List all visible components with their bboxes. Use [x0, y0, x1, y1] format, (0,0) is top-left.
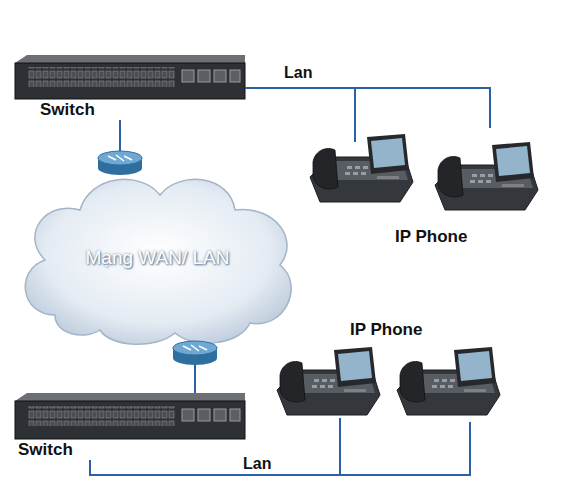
ip-phone	[435, 142, 538, 210]
ip-phone	[397, 347, 500, 415]
lan-connector	[119, 120, 121, 165]
switch-top-face	[15, 55, 245, 63]
router-body	[98, 161, 142, 175]
router-body	[98, 158, 142, 168]
cloud-label: Mạng WAN/ LAN	[15, 165, 300, 350]
uplink-port	[214, 409, 226, 421]
network-switch: Switch	[15, 393, 245, 460]
ip-phone	[310, 134, 413, 202]
network-switch: Switch	[15, 55, 245, 120]
uplink-port	[214, 70, 226, 82]
switch-ports	[28, 67, 175, 87]
router-arrows	[183, 345, 207, 351]
lan-connector	[90, 422, 470, 475]
router-top	[173, 341, 217, 355]
device-label: Switch	[40, 100, 95, 120]
router-top	[98, 151, 142, 165]
switch-body	[15, 401, 245, 439]
phone-group: IP Phone	[268, 318, 508, 422]
uplink-port	[198, 70, 210, 82]
ip-phone	[277, 347, 380, 415]
lan-wire	[354, 88, 356, 142]
phone-group: IP Phone	[300, 128, 545, 250]
switch-ports	[28, 406, 175, 426]
uplink-port	[198, 409, 210, 421]
router-body	[173, 348, 217, 358]
switch-body	[15, 63, 245, 99]
device-label: Switch	[18, 440, 73, 460]
uplink-port	[230, 409, 240, 421]
uplink-port	[182, 409, 194, 421]
lan-connector	[194, 350, 196, 393]
device-label: IP Phone	[350, 320, 422, 340]
lan-wire	[339, 418, 341, 475]
switch-top-face	[15, 393, 245, 401]
uplink-port	[230, 70, 240, 82]
device-label: IP Phone	[395, 227, 467, 247]
phone-group	[268, 340, 508, 425]
router-body	[173, 351, 217, 365]
router-arrows	[108, 155, 132, 161]
uplink-port	[182, 70, 194, 82]
connection-label: Lan	[243, 455, 271, 473]
phone-group	[300, 128, 550, 218]
lan-connector	[245, 88, 490, 128]
connection-label: Lan	[284, 64, 312, 82]
network-cloud: Mạng WAN/ LAN	[15, 165, 300, 350]
